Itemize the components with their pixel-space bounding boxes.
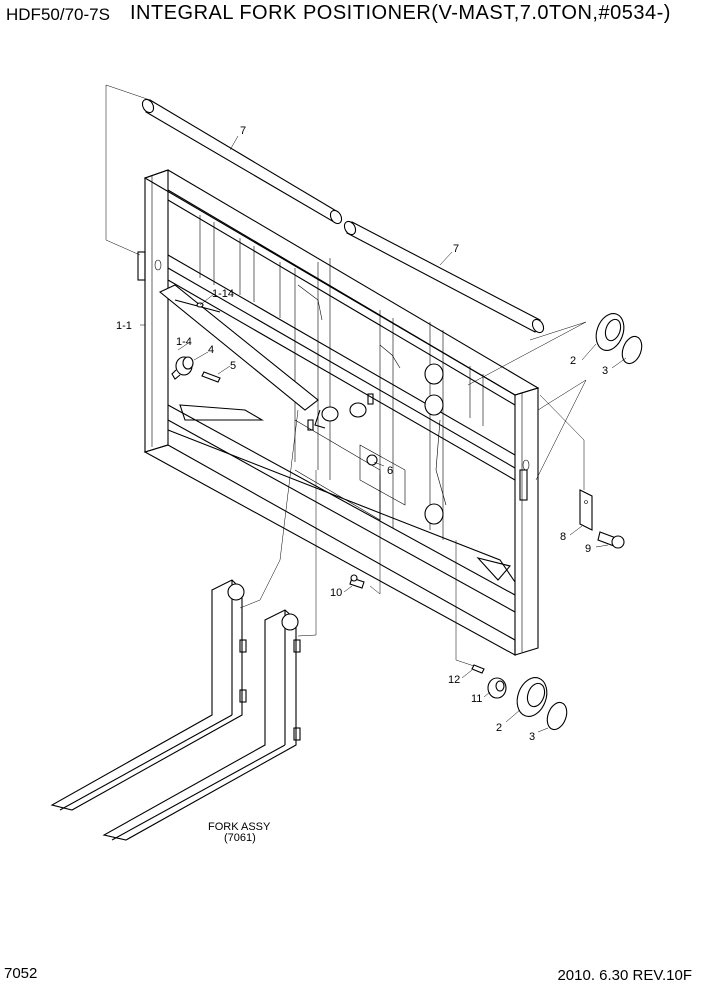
callout-1-4: 1-4	[176, 336, 192, 348]
callout-11: 11	[471, 693, 482, 705]
callout-12: 12	[448, 674, 460, 686]
callout-2-upper: 2	[570, 355, 576, 367]
callout-7-lower: 7	[453, 243, 459, 255]
callout-6: 6	[387, 465, 393, 477]
callout-8: 8	[560, 531, 566, 543]
callout-9: 9	[585, 543, 591, 555]
callout-3-upper: 3	[602, 365, 608, 377]
callout-10: 10	[330, 587, 342, 599]
model-number: HDF50/70-7S	[6, 5, 110, 24]
fork-assy-number: (7061)	[224, 832, 256, 844]
stopper-plate	[579, 489, 625, 549]
page-header: HDF50/70-7S INTEGRAL FORK POSITIONER(V-M…	[0, 0, 702, 30]
frame-rollers	[297, 284, 447, 525]
callout-7-upper: 7	[240, 125, 246, 137]
grease-nipple	[349, 574, 365, 589]
lower-roller-assembly	[471, 664, 568, 731]
page-title: INTEGRAL FORK POSITIONER(V-MAST,7.0TON,#…	[130, 2, 671, 24]
lower-shaft	[343, 220, 545, 334]
fork-positioner-frame	[137, 169, 540, 656]
cylinder	[158, 284, 319, 411]
callout-3-lower: 3	[529, 731, 535, 743]
page-number: 7052	[4, 965, 38, 982]
callout-5: 5	[230, 360, 236, 372]
fork-assy-label: FORK ASSY	[208, 821, 271, 833]
callout-2-lower: 2	[496, 722, 502, 734]
callout-1-1: 1-1	[116, 320, 132, 332]
upper-shaft	[141, 98, 343, 225]
callout-1-14: 1-14	[212, 288, 234, 300]
leader-lines	[105, 84, 627, 733]
revision-date: 2010. 6.30 REV.10F	[557, 967, 692, 984]
fork-assembly	[50, 579, 301, 841]
upper-bearing	[595, 313, 643, 365]
callout-4: 4	[208, 344, 214, 356]
rod-end-parts	[171, 356, 378, 466]
